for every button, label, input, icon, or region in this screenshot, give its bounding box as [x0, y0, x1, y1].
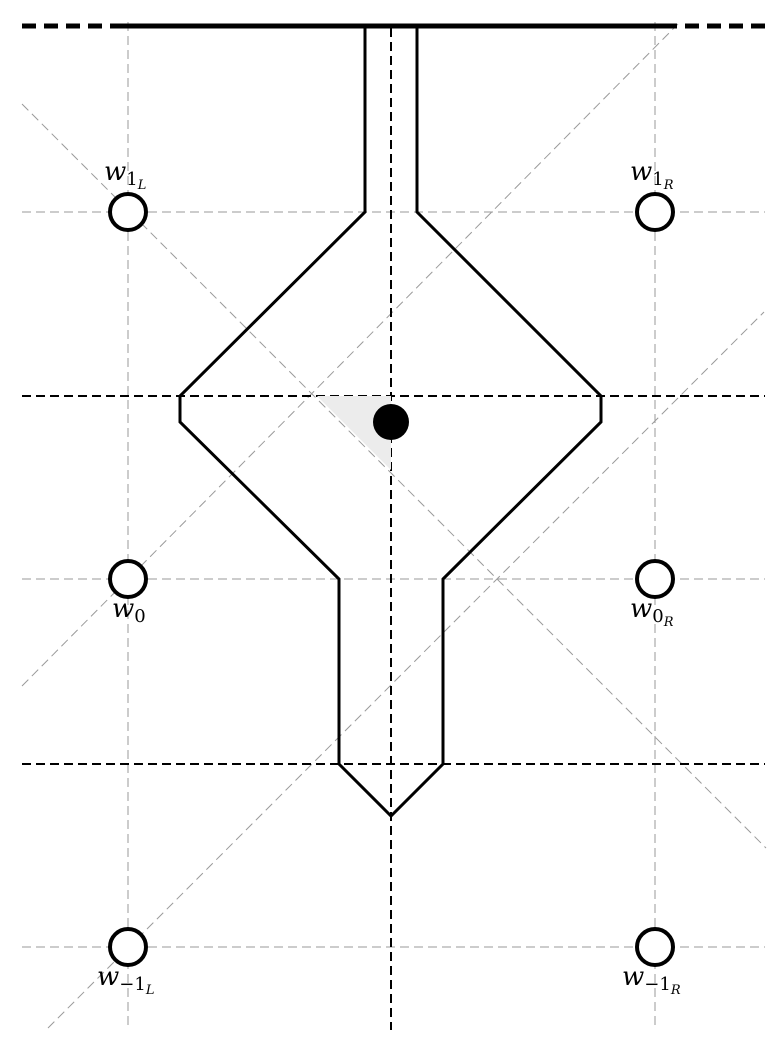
node-w1L — [108, 192, 148, 232]
label-w1R: w1R — [630, 157, 674, 193]
node-w1R — [635, 192, 675, 232]
label-w1L: w1L — [104, 157, 146, 193]
main-axes — [22, 28, 765, 1030]
label-wm1R: w−1R — [622, 962, 681, 998]
node-wm1L — [108, 927, 148, 967]
guide-diagonal-descending — [21, 103, 767, 849]
shaded-region — [317, 396, 391, 470]
nodes — [108, 192, 675, 967]
center-point — [373, 404, 409, 440]
node-w0R — [635, 559, 675, 599]
node-w0 — [108, 559, 148, 599]
guide-diagonal-ascending-lower — [47, 311, 765, 1029]
outline-shape — [178, 26, 603, 819]
label-w0R: w0R — [630, 594, 674, 630]
node-wm1R — [635, 927, 675, 967]
label-wm1L: w−1L — [97, 962, 154, 998]
label-w0: w0 — [112, 594, 146, 627]
